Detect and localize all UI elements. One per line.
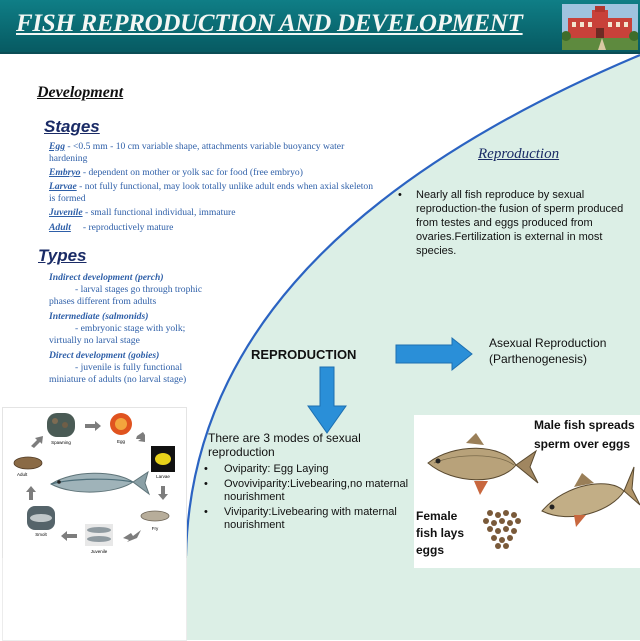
modes-list: •Oviparity: Egg Laying •Ovoviviparity:Li… [198,463,416,532]
modes-intro: There are 3 modes of sexual reproduction [208,431,361,459]
mode-oviparity: •Oviparity: Egg Laying [204,463,329,475]
asexual-reproduction-text: Asexual Reproduction (Parthenogenesis) [489,336,607,366]
stage-egg: Egg - <0.5 mm - 10 cm variable shape, at… [49,141,345,164]
reproduction-label: REPRODUCTION [251,347,357,362]
svg-text:Juvenile: Juvenile [91,549,108,554]
lifecycle-panel-lower [2,558,187,641]
stage-juvenile: Juvenile - small functional individual, … [49,207,236,218]
right-arrow-icon [395,336,473,372]
stages-heading: Stages [44,117,100,136]
bullet-dot-icon: • [398,189,402,201]
female-fish-caption: Female fish lays eggs [416,509,465,557]
title-banner [0,0,640,54]
reproduction-heading: Reproduction [478,146,560,162]
page-title: FISH REPRODUCTION AND DEVELOPMENT [16,10,523,37]
stage-larvae: Larvae - not fully functional, may look … [49,181,373,204]
sexual-modes-box: There are 3 modes of sexual reproduction… [198,431,416,551]
svg-text:Fry: Fry [152,526,159,531]
svg-text:Adult: Adult [17,472,28,477]
stage-embryo: Embryo - dependent on mother or yolk sac… [49,167,303,178]
svg-text:Egg: Egg [117,439,126,444]
svg-text:Larvae: Larvae [156,474,170,479]
building-photo [562,4,638,50]
fish-photo-illustration [427,433,640,549]
type-indirect: Indirect development (perch) - larval st… [49,272,203,307]
down-arrow-icon [307,366,347,434]
fish-spawning-photo: Male fish spreads sperm over eggs Female… [414,415,640,568]
male-fish-caption: Male fish spreads sperm over eggs [534,418,635,451]
svg-text:Spawning: Spawning [51,440,71,445]
type-direct: Direct development (gobies) - juvenile i… [49,350,187,385]
types-heading: Types [38,246,87,265]
development-heading: Development [37,84,124,101]
stage-adult: Adult - reproductively mature [49,222,174,233]
adult-fish-illustration [50,470,151,496]
reproduction-bullet: • Nearly all fish reproduce by sexual re… [398,189,624,257]
fish-lifecycle-diagram: Spawning Egg Larvae Fry Juvenile Smolt A… [2,407,187,560]
svg-text:Smolt: Smolt [35,532,47,537]
type-intermediate: Intermediate (salmonids) - embryonic sta… [49,311,186,346]
